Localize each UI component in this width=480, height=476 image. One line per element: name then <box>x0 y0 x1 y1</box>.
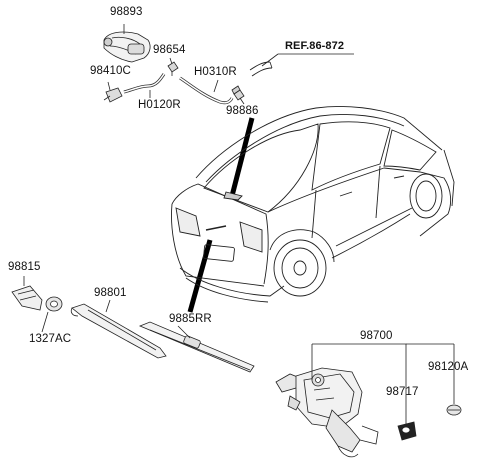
label-H0310R: H0310R <box>194 66 237 78</box>
label-ref-86-872: REF.86-872 <box>285 40 345 52</box>
leader-9885RR <box>177 325 191 339</box>
label-98801: 98801 <box>94 287 127 299</box>
label-H0120R: H0120R <box>138 99 181 111</box>
label-98700: 98700 <box>360 330 393 342</box>
hose-H0120R-part <box>123 73 166 94</box>
washer-nozzle-98893-part <box>103 31 151 63</box>
clip-98654-part <box>167 61 179 76</box>
pointer-to-car-rear <box>187 239 213 313</box>
cover-98815-part <box>11 285 43 311</box>
label-98893: 98893 <box>110 6 143 18</box>
leader-H0310R <box>213 79 219 93</box>
leader-98410C <box>107 81 111 91</box>
vehicle-illustration <box>171 106 455 303</box>
ref-hose-ends <box>249 61 273 77</box>
wiper-blade-9885RR-part <box>138 321 255 373</box>
grommet-98717-part <box>397 421 417 441</box>
leader-98886 <box>239 97 245 105</box>
label-98410C: 98410C <box>90 65 131 77</box>
label-98886: 98886 <box>226 105 259 117</box>
leader-1327AC <box>41 311 49 333</box>
leader-98654 <box>169 57 173 65</box>
cap-98120A-part <box>446 404 462 416</box>
nut-1327AC-part <box>45 296 63 312</box>
label-98717: 98717 <box>386 386 419 398</box>
label-1327AC: 1327AC <box>29 333 72 345</box>
wiper-motor-98700-part <box>275 367 379 458</box>
leader-ref <box>261 53 279 67</box>
label-98654: 98654 <box>153 44 186 56</box>
label-98120A: 98120A <box>428 361 469 373</box>
label-9885RR: 9885RR <box>169 313 212 325</box>
wiper-arm-98801-part <box>70 303 167 359</box>
label-98815: 98815 <box>8 261 41 273</box>
connector-98410C-part <box>103 87 123 103</box>
fitting-98886-part <box>231 85 241 95</box>
pointer-to-car-top <box>229 117 255 197</box>
leader-98801 <box>105 299 111 313</box>
